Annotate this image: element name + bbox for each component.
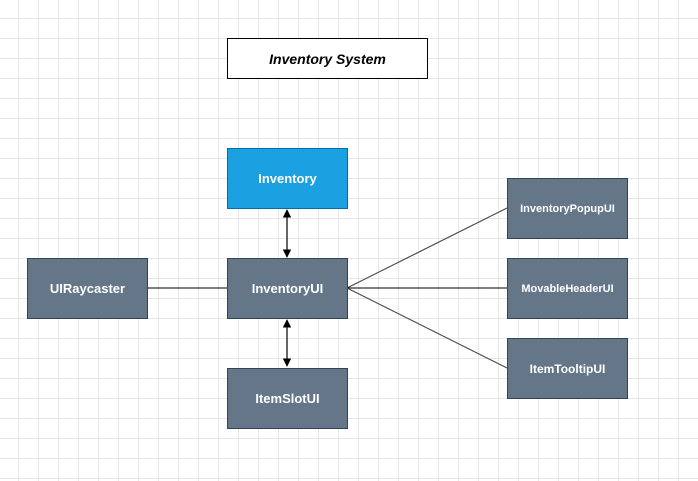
node-inventory-ui[interactable]: InventoryUI (227, 258, 348, 319)
node-item-tooltip-ui[interactable]: ItemTooltipUI (507, 338, 628, 399)
node-inventory-label: Inventory (258, 171, 317, 186)
node-inventory-popup-ui-label: InventoryPopupUI (520, 202, 615, 215)
node-inventory-ui-label: InventoryUI (251, 281, 324, 296)
diagram-title-text: Inventory System (269, 50, 386, 67)
node-ui-raycaster[interactable]: UIRaycaster (27, 258, 148, 319)
node-item-slot-ui-label: ItemSlotUI (255, 391, 320, 406)
node-inventory[interactable]: Inventory (227, 148, 348, 209)
node-item-tooltip-ui-label: ItemTooltipUI (529, 361, 606, 376)
node-inventory-popup-ui[interactable]: InventoryPopupUI (507, 178, 628, 239)
edge-inventoryui-inventorypopupui[interactable] (346, 207, 508, 289)
node-movable-header-ui-label: MovableHeaderUI (521, 282, 614, 295)
edge-inventoryui-itemtooltipui[interactable] (346, 287, 508, 369)
node-ui-raycaster-label: UIRaycaster (49, 281, 126, 296)
node-item-slot-ui[interactable]: ItemSlotUI (227, 368, 348, 429)
node-movable-header-ui[interactable]: MovableHeaderUI (507, 258, 628, 319)
diagram-title[interactable]: Inventory System (227, 38, 428, 79)
